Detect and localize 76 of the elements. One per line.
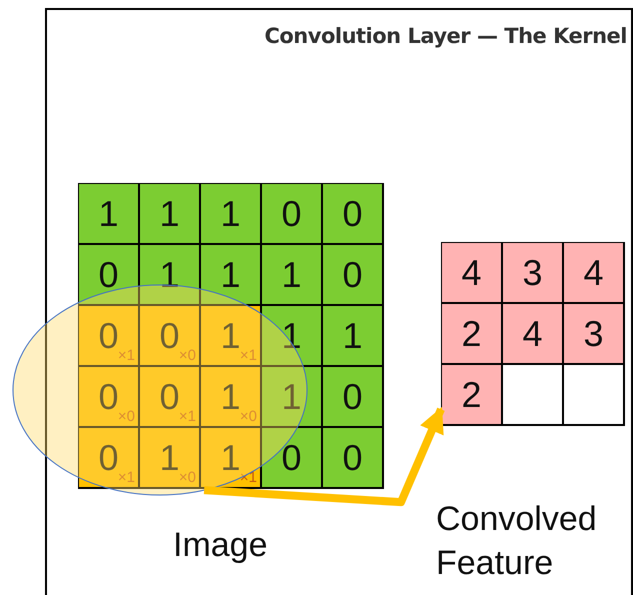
cell-value: 1: [220, 256, 241, 292]
matrix-cell: [323, 428, 382, 487]
kernel-weight: ×1: [118, 348, 135, 363]
matrix-cell: [201, 306, 260, 365]
matrix-caption: Convolved Feature: [436, 499, 598, 584]
cell-value: 1: [159, 440, 180, 476]
cell-value: 3: [522, 254, 543, 290]
kernel-weight: ×0: [178, 470, 196, 485]
kernel-weight: ×0: [118, 409, 135, 424]
cell-value: 0: [98, 318, 119, 354]
matrix-cell: [262, 367, 321, 426]
matrix-cell: [442, 304, 501, 363]
cell-value: 0: [98, 378, 119, 414]
matrix-cell: [140, 306, 199, 365]
cell-value: 0: [281, 440, 302, 476]
matrix-cell: [140, 428, 199, 487]
matrix-cell: [564, 365, 623, 424]
matrix-cell: [201, 245, 260, 304]
cell-value: 2: [461, 316, 482, 352]
cell-value: 0: [281, 196, 302, 232]
cell-value: 4: [461, 254, 482, 290]
cell-value: 1: [159, 196, 180, 232]
matrix-cell: [503, 304, 562, 363]
matrix-cell: [442, 365, 501, 424]
kernel-weight: ×0: [178, 348, 196, 363]
matrix-cell: [79, 367, 138, 426]
cell-value: 0: [159, 318, 180, 354]
matrix-cell: [262, 184, 321, 243]
cell-value: 1: [98, 196, 119, 232]
cell-value: 1: [281, 378, 302, 414]
matrix-cell: [323, 245, 382, 304]
cell-value: 0: [98, 440, 119, 476]
title: Convolution Layer — The Kernel: [264, 24, 627, 48]
kernel-weight: ×1: [240, 348, 257, 363]
matrix-cell: [262, 428, 321, 487]
cell-value: 0: [98, 256, 119, 292]
cell-value: 0: [342, 378, 363, 414]
matrix-cell: [201, 428, 260, 487]
matrix-cell: [323, 367, 382, 426]
matrix-cell: [262, 245, 321, 304]
matrix-cell: [262, 306, 321, 365]
cell-value: 1: [220, 378, 241, 414]
matrix-cell: [323, 184, 382, 243]
cell-value: 1: [281, 256, 302, 292]
cell-value: 3: [583, 316, 604, 352]
kernel-weight: ×1: [178, 409, 196, 424]
matrix-cell: [201, 367, 260, 426]
cell-value: 4: [583, 254, 604, 290]
matrix-cell: [503, 243, 562, 302]
matrix-cell: [323, 306, 382, 365]
matrix-cell: [79, 306, 138, 365]
matrix-cell: [442, 243, 501, 302]
matrix-cell: [564, 243, 623, 302]
matrix-caption: Image: [173, 525, 268, 566]
matrix-cell: [201, 184, 260, 243]
cell-value: 1: [220, 440, 241, 476]
cell-value: 1: [342, 318, 363, 354]
cell-value: 0: [342, 256, 363, 292]
matrix-cell: [79, 428, 138, 487]
cell-value: 0: [342, 440, 363, 476]
cell-value: 4: [522, 316, 543, 352]
cell-value: 2: [461, 376, 482, 412]
matrix-cell: [140, 367, 199, 426]
matrix-cell: [140, 184, 199, 243]
cell-value: 1: [281, 318, 302, 354]
cell-value: 0: [159, 378, 180, 414]
cell-value: 1: [220, 196, 241, 232]
matrix-cell: [79, 245, 138, 304]
cell-value: 0: [342, 196, 363, 232]
matrix-cell: [79, 184, 138, 243]
matrix-cell: [140, 245, 199, 304]
matrix-cell: [564, 304, 623, 363]
matrix-cell: [503, 365, 562, 424]
cell-value: 1: [220, 318, 241, 354]
kernel-weight: ×1: [118, 470, 135, 485]
kernel-weight: ×0: [240, 409, 257, 424]
